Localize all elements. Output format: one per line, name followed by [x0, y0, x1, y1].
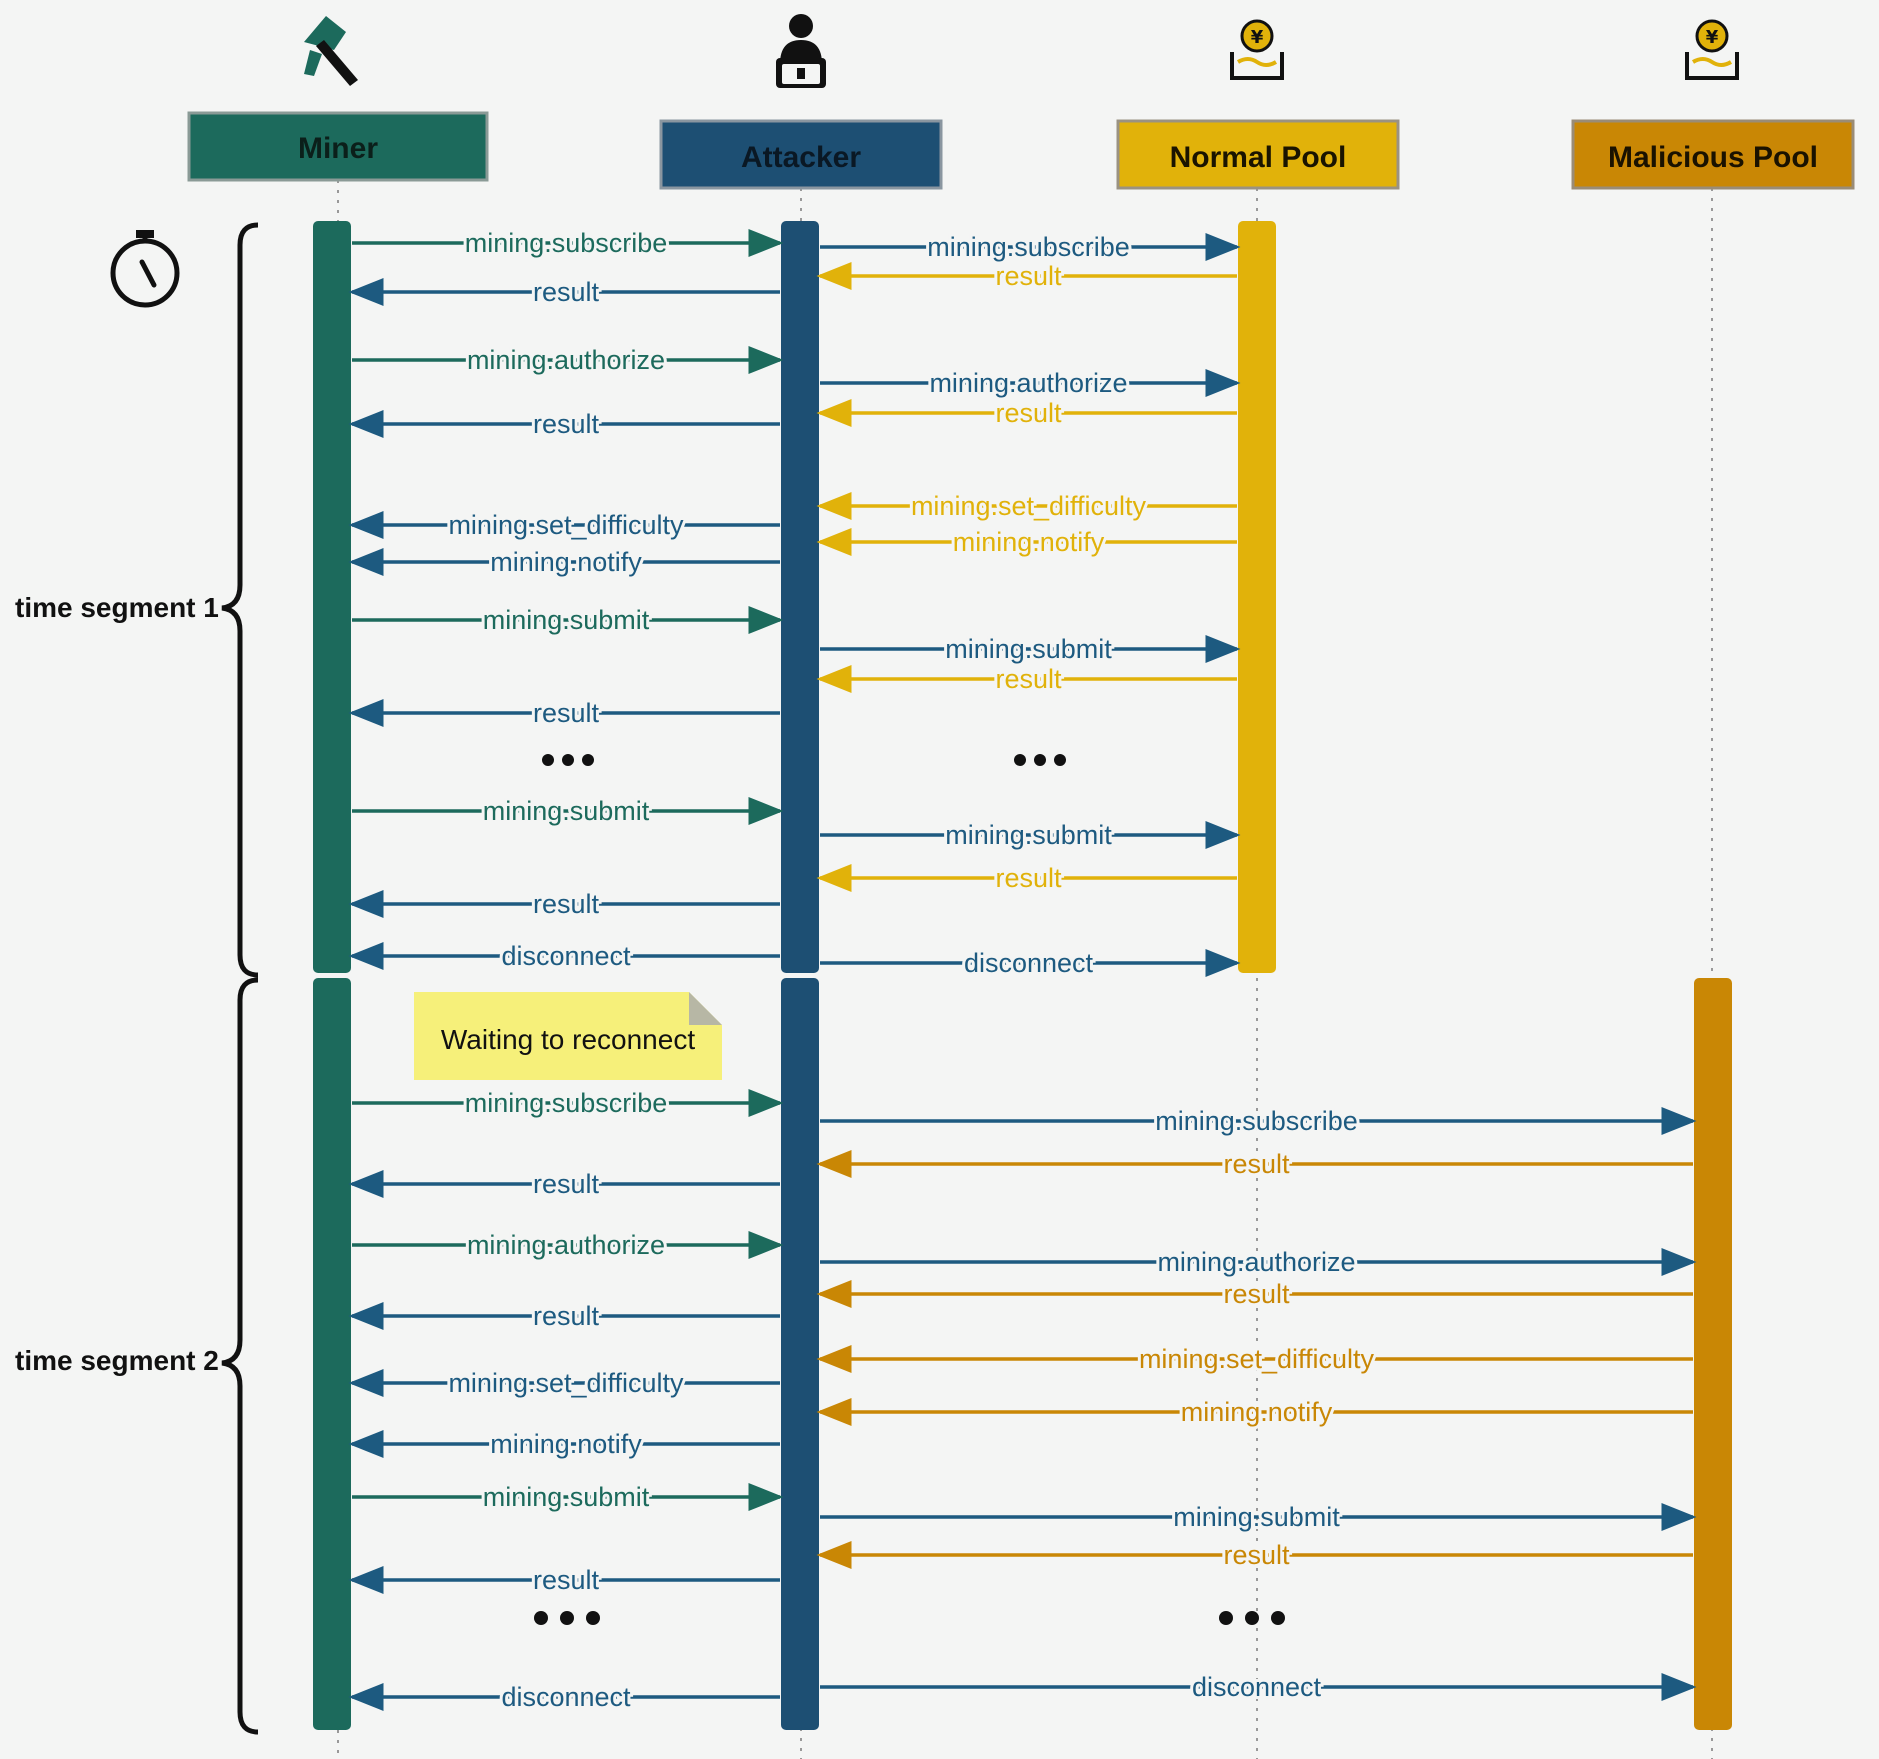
- message-label: mining.notify: [953, 527, 1105, 557]
- normal-pool-activation-bar: [1238, 221, 1276, 973]
- message-label: result: [533, 1565, 600, 1595]
- stopwatch-icon: [110, 230, 180, 308]
- message-label: mining.authorize: [929, 368, 1127, 398]
- attacker-activation-bar-1: [781, 221, 819, 973]
- message-label: mining.subscribe: [465, 1088, 668, 1118]
- message-label: result: [533, 698, 600, 728]
- hacker-laptop-icon: [776, 14, 826, 88]
- malicious-pool-activation-bar: [1694, 978, 1732, 1730]
- message-label: mining.submit: [483, 1482, 650, 1512]
- message-label: disconnect: [501, 941, 631, 971]
- miner-activation-bar-1: [313, 221, 351, 973]
- message-label: mining.notify: [490, 547, 642, 577]
- segment-2-brace: [221, 977, 259, 1735]
- message-label: mining.set_difficulty: [911, 491, 1147, 521]
- ellipsis-dots: [534, 754, 1285, 1625]
- message-label: result: [995, 664, 1062, 694]
- normal-pool-participant-box: [1116, 119, 1400, 190]
- message-label: disconnect: [964, 948, 1094, 978]
- message-label: mining.submit: [945, 634, 1112, 664]
- message-label: result: [533, 1169, 600, 1199]
- miner-participant-label: Miner: [298, 132, 378, 165]
- message-label: mining.notify: [1181, 1397, 1333, 1427]
- message-label: mining.submit: [1173, 1502, 1340, 1532]
- normal-pool-yuan-pool-icon: ¥: [1230, 19, 1284, 80]
- waiting-note-text: Waiting to reconnect: [441, 1024, 695, 1055]
- message-label: mining.notify: [490, 1429, 642, 1459]
- message-label: mining.set_difficulty: [1139, 1344, 1375, 1374]
- message-label: result: [1223, 1279, 1290, 1309]
- normal-pool-participant-label: Normal Pool: [1170, 141, 1347, 174]
- message-label: disconnect: [501, 1682, 631, 1712]
- attacker-activation-bar-2: [781, 978, 819, 1730]
- svg-text:¥: ¥: [1706, 27, 1719, 48]
- message-label: result: [1223, 1149, 1290, 1179]
- svg-text:¥: ¥: [1251, 27, 1264, 48]
- message-label: result: [1223, 1540, 1290, 1570]
- malicious-pool-participant-box: [1571, 119, 1855, 190]
- message-label: mining.submit: [483, 605, 650, 635]
- message-label: result: [995, 863, 1062, 893]
- message-label: mining.set_difficulty: [448, 510, 684, 540]
- segment-1-label: time segment 1: [15, 592, 219, 623]
- segment-1-brace: [221, 222, 259, 978]
- message-label: mining.authorize: [467, 1230, 665, 1260]
- message-label: mining.subscribe: [465, 228, 668, 258]
- miner-participant-box: [187, 111, 489, 182]
- message-label: result: [995, 398, 1062, 428]
- message-label: mining.subscribe: [927, 232, 1130, 262]
- segment-2-label: time segment 2: [15, 1345, 219, 1376]
- waiting-note: Waiting to reconnect: [414, 992, 722, 1080]
- message-label: result: [995, 261, 1062, 291]
- pickaxe-icon: [304, 16, 358, 86]
- message-label: result: [533, 889, 600, 919]
- attacker-participant-box: [659, 119, 943, 190]
- message-label: result: [533, 409, 600, 439]
- message-label: mining.set_difficulty: [448, 1368, 684, 1398]
- message-label: disconnect: [1192, 1672, 1322, 1702]
- attacker-participant-label: Attacker: [741, 141, 861, 174]
- message-label: result: [533, 1301, 600, 1331]
- malicious-pool-yuan-pool-icon: ¥: [1685, 19, 1739, 80]
- message-label: mining.submit: [945, 820, 1112, 850]
- message-label: mining.submit: [483, 796, 650, 826]
- miner-activation-bar-2: [313, 978, 351, 1730]
- message-label: result: [533, 277, 600, 307]
- malicious-pool-participant-label: Malicious Pool: [1608, 141, 1818, 174]
- message-label: mining.authorize: [467, 345, 665, 375]
- message-label: mining.subscribe: [1155, 1106, 1358, 1136]
- message-label: mining.authorize: [1157, 1247, 1355, 1277]
